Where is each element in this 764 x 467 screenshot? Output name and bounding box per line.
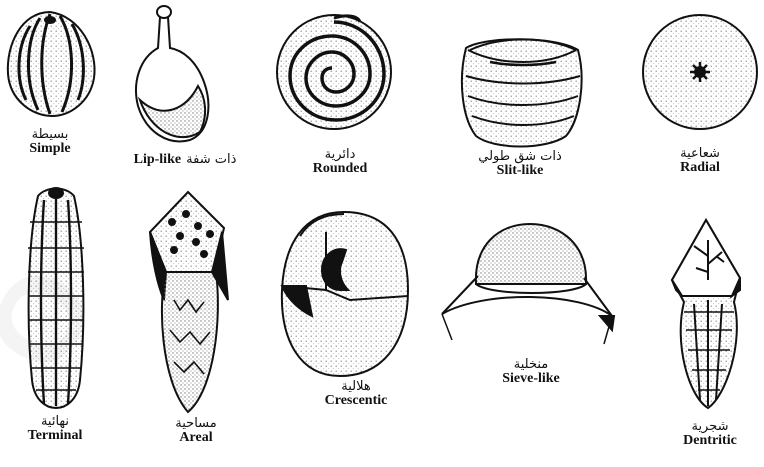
sieve-like-pollen-drawing [442, 224, 614, 344]
label-terminal-arabic: نهائية [15, 415, 95, 429]
rounded-pollen-drawing [277, 15, 391, 129]
label-sieve-like-arabic: منخلية [486, 358, 576, 372]
label-slit-like: ذات شق طولي Slit-like [470, 150, 570, 178]
label-dentritic: شجرية Dentritic [670, 420, 750, 448]
label-simple-english: Simple [10, 142, 90, 157]
label-sieve-like: منخلية Sieve-like [486, 358, 576, 386]
label-rounded-english: Rounded [300, 162, 380, 177]
label-sieve-like-english: Sieve-like [486, 372, 576, 387]
label-radial-english: Radial [660, 161, 740, 176]
simple-pollen-drawing [8, 12, 95, 116]
terminal-pollen-drawing [28, 188, 84, 408]
label-dentritic-arabic: شجرية [670, 420, 750, 434]
label-terminal-english: Terminal [15, 429, 95, 444]
dentritic-pollen-drawing [672, 220, 740, 408]
label-lip-like: Lip-like ذات شفة [110, 150, 260, 168]
label-slit-like-arabic: ذات شق طولي [470, 150, 570, 164]
label-crescentic-english: Crescentic [306, 394, 406, 409]
label-rounded: دائرية Rounded [300, 148, 380, 176]
areal-pollen-drawing [150, 192, 228, 412]
label-areal-arabic: مساحية [156, 417, 236, 431]
label-radial-arabic: شعاعية [660, 147, 740, 161]
lip-like-pollen-drawing [136, 6, 208, 141]
label-radial: شعاعية Radial [660, 147, 740, 175]
label-areal-english: Areal [156, 431, 236, 446]
crescentic-pollen-drawing [282, 212, 408, 376]
label-slit-like-english: Slit-like [470, 164, 570, 179]
label-crescentic-arabic: هلالية [306, 380, 406, 394]
label-terminal: نهائية Terminal [15, 415, 95, 443]
label-crescentic: هلالية Crescentic [306, 380, 406, 408]
label-rounded-arabic: دائرية [300, 148, 380, 162]
label-areal: مساحية Areal [156, 417, 236, 445]
label-simple: بسيطة Simple [10, 128, 90, 156]
label-dentritic-english: Dentritic [670, 434, 750, 449]
slit-like-pollen-drawing [462, 39, 582, 146]
label-simple-arabic: بسيطة [10, 128, 90, 142]
radial-pollen-drawing [643, 15, 757, 129]
label-lip-like-english: Lip-like [134, 152, 181, 167]
label-lip-like-arabic: ذات شفة [186, 152, 236, 167]
